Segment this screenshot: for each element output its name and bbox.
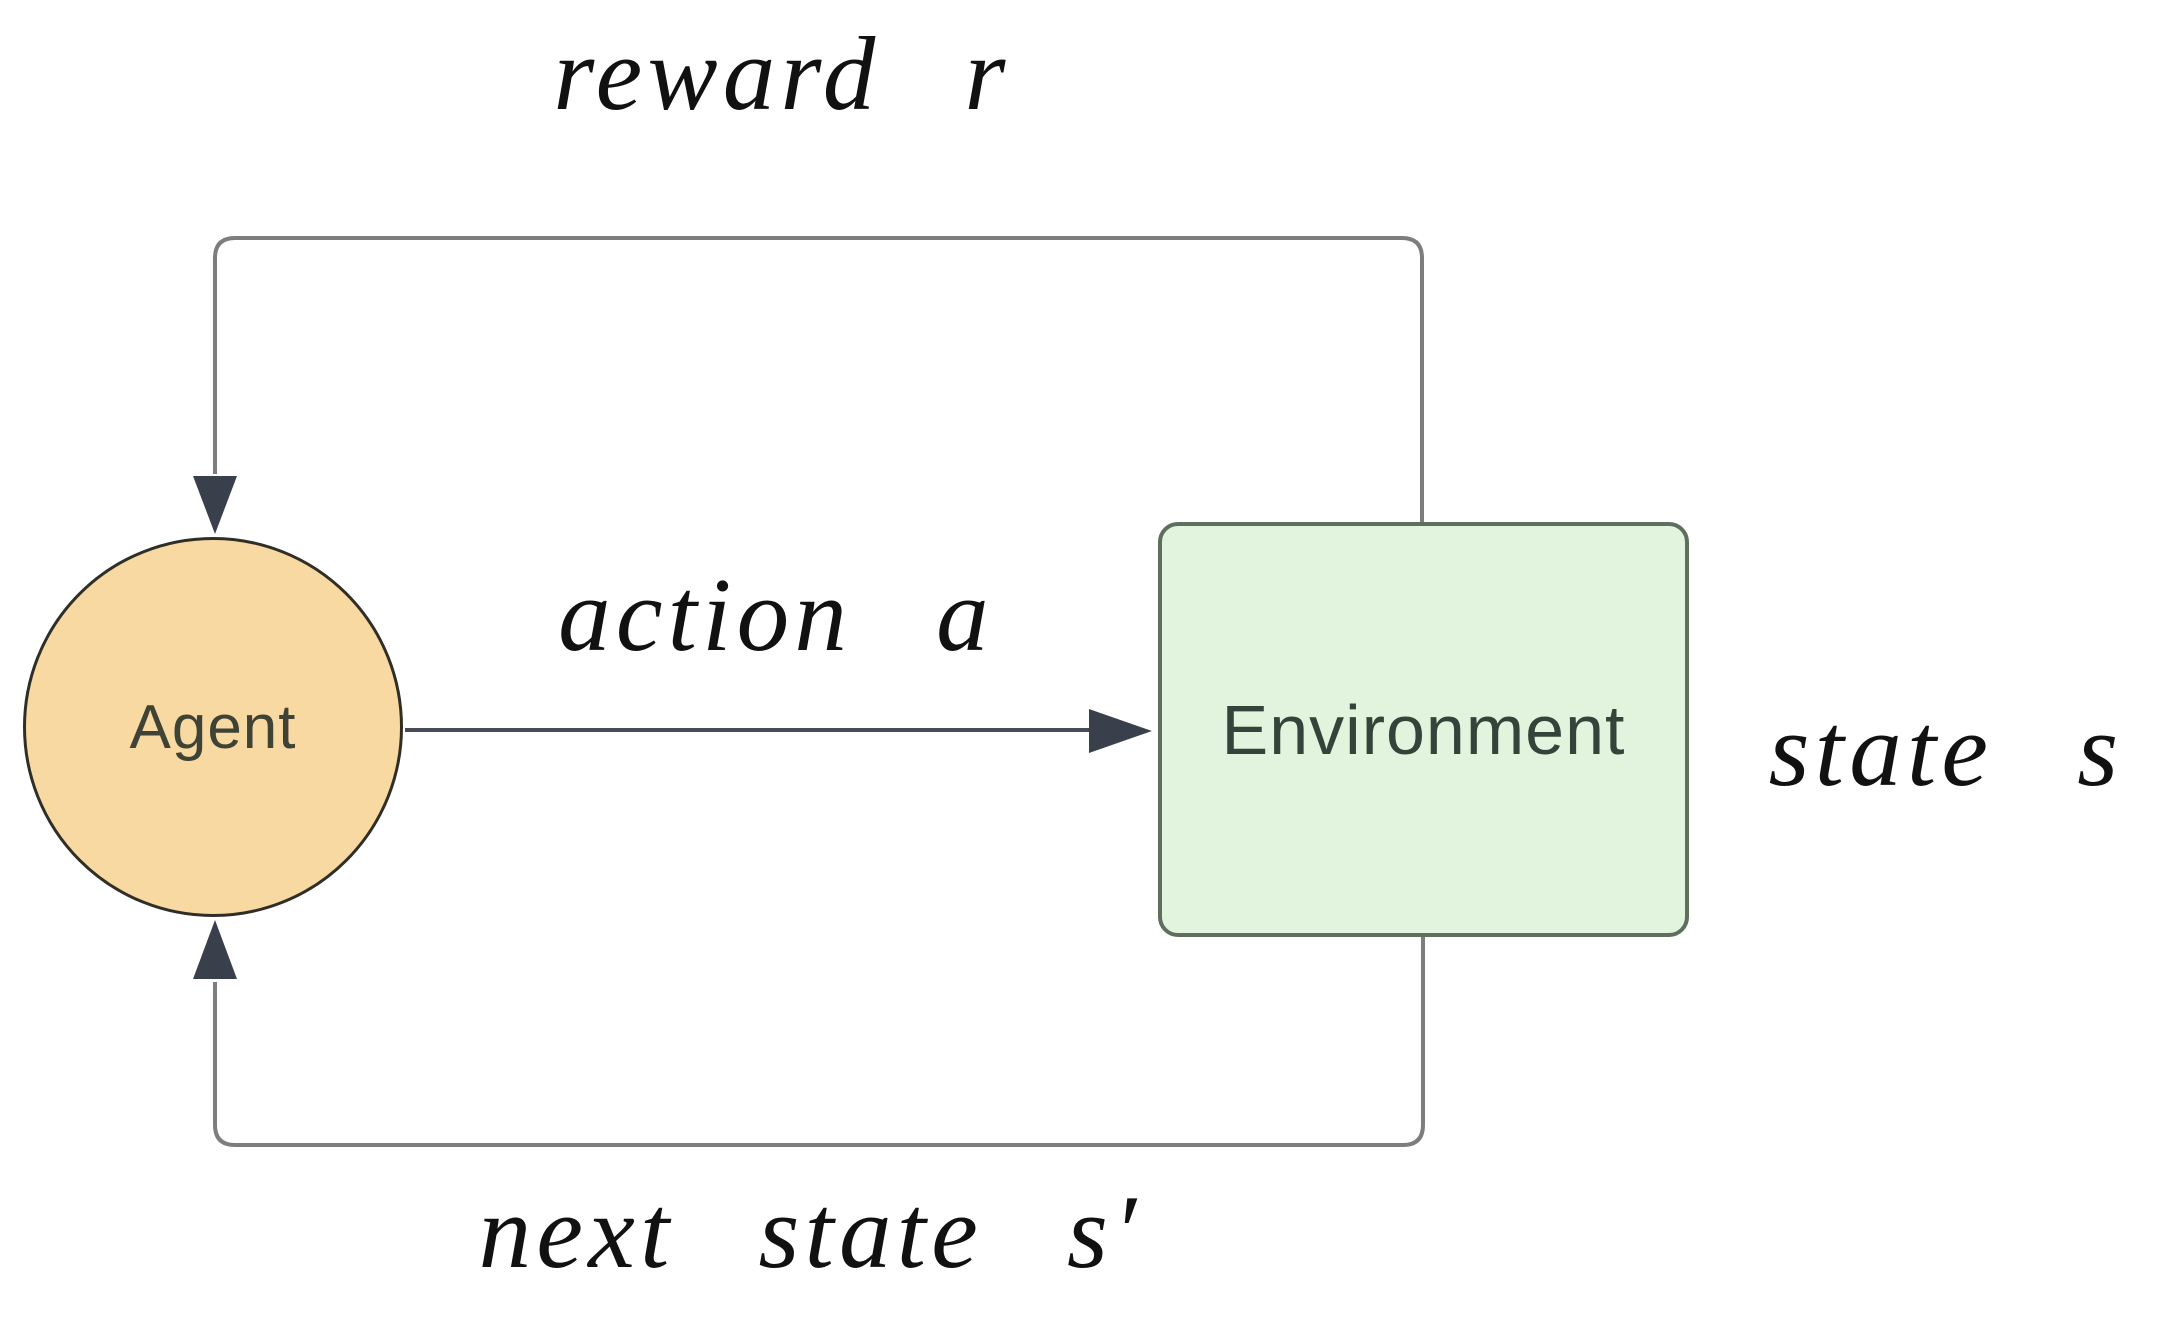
agent-node-label: Agent [129,692,297,762]
reward-arrowhead-icon [193,476,237,534]
environment-node: Environment [1158,522,1689,937]
agent-node: Agent [23,537,403,917]
next-state-arrowhead-icon [193,920,237,979]
environment-node-label: Environment [1221,690,1626,769]
next-state-loop-line [213,935,1425,1147]
reward-loop-line [213,236,1424,524]
action-arrowhead-icon [1089,709,1152,753]
